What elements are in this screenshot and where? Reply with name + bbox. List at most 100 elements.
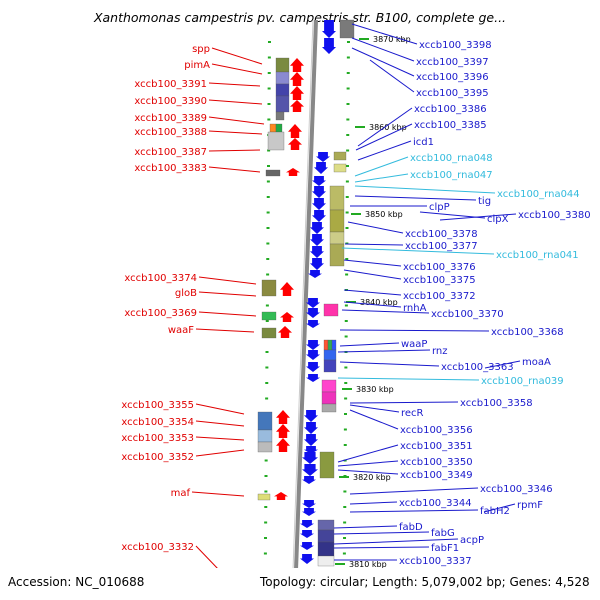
gene-block: [323, 303, 339, 317]
right-gene-label: xccb100_3349: [400, 470, 473, 481]
right-leader-line: [337, 460, 399, 467]
right-gene-label: xccb100_3337: [399, 556, 472, 567]
right-gene-label: rnz: [432, 346, 448, 357]
reverse-gene-arrow: [300, 530, 314, 538]
gene-block: [261, 279, 277, 297]
gene-block: [261, 327, 277, 339]
left-leader-line: [208, 116, 265, 125]
right-gene-label: fabG: [431, 528, 455, 539]
gene-block: [267, 131, 285, 151]
kbp-label: 3860 kbp: [369, 123, 407, 132]
gene-block: [257, 429, 273, 443]
right-gene-label: xccb100_3376: [403, 262, 476, 273]
right-gene-label: xccb100_3380: [518, 210, 591, 221]
right-gene-label: xccb100_3375: [403, 275, 476, 286]
left-strand-labels: spppimAxccb100_3391xccb100_3390xccb100_3…: [121, 44, 210, 553]
left-gene-label: xccb100_3391: [134, 79, 207, 90]
forward-gene-arrow: [290, 58, 304, 72]
gene-block: [323, 359, 337, 373]
right-gene-label: fabF1: [431, 543, 459, 554]
reverse-gene-arrow: [302, 464, 318, 476]
reverse-gene-arrow: [304, 422, 318, 434]
right-leader-line: [369, 59, 415, 93]
reverse-gene-arrow: [312, 176, 326, 186]
right-gene-label: xccb100_3378: [405, 229, 478, 240]
right-gene-label: xccb100_3386: [414, 104, 487, 115]
reverse-gene-arrow: [306, 350, 320, 360]
gene-block: [317, 529, 335, 543]
left-gene-label: xccb100_3354: [121, 417, 194, 428]
right-gene-label: xccb100_3377: [405, 241, 478, 252]
right-gene-label: xccb100_3346: [480, 484, 553, 495]
kbp-label: 3840 kbp: [360, 298, 398, 307]
gene-block: [257, 411, 273, 431]
right-leader-line: [357, 140, 412, 161]
forward-gene-arrow: [290, 86, 304, 100]
reverse-gene-arrow: [310, 222, 324, 234]
reverse-gene-arrow: [312, 186, 326, 198]
left-gene-label: xccb100_3353: [121, 433, 194, 444]
reverse-gene-arrow: [316, 152, 330, 162]
label-leader-lines: [191, 23, 521, 597]
gene-block: [257, 441, 273, 453]
gene-arrows: [274, 20, 336, 564]
rna-gene-label: xccb100_rna039: [481, 376, 564, 387]
left-gene-label: pimA: [184, 60, 210, 71]
left-leader-line: [195, 420, 245, 427]
left-leader-line: [195, 403, 245, 415]
forward-gene-arrow: [276, 438, 290, 452]
right-gene-label: moaA: [522, 357, 551, 368]
right-leader-line: [333, 531, 430, 535]
gene-block: [329, 243, 345, 267]
right-leader-line: [484, 360, 521, 369]
gene-block: [323, 339, 329, 351]
left-leader-line: [208, 130, 263, 135]
gene-block: [329, 185, 345, 211]
rna-gene-label: xccb100_rna041: [496, 250, 579, 261]
reverse-gene-arrow: [304, 434, 318, 446]
kbp-label: 3810 kbp: [349, 560, 387, 569]
gene-block: [275, 83, 290, 97]
right-gene-label: xccb100_3358: [460, 398, 533, 409]
right-leader-line: [337, 349, 431, 353]
right-gene-label: tig: [478, 196, 491, 207]
genome-backbone-shadow: [292, 19, 314, 571]
right-leader-line: [339, 329, 490, 332]
left-leader-line: [211, 63, 263, 75]
reverse-gene-arrow: [322, 38, 336, 54]
reverse-gene-arrow: [302, 452, 318, 464]
gene-block: [329, 209, 345, 233]
forward-gene-arrow: [280, 312, 294, 322]
right-gene-label: xccb100_3356: [400, 425, 473, 436]
gene-block: [319, 451, 335, 479]
right-leader-line: [343, 269, 402, 280]
rna-gene-label: xccb100_rna047: [410, 170, 493, 181]
reverse-gene-arrow: [308, 270, 322, 278]
gene-block: [333, 151, 347, 161]
right-gene-label: xccb100_3395: [416, 88, 489, 99]
forward-gene-arrow: [276, 424, 290, 438]
gene-block: [317, 555, 335, 567]
left-gene-label: xccb100_3355: [121, 400, 194, 411]
gene-block: [331, 339, 337, 351]
gene-blocks: [257, 19, 355, 567]
right-leader-line: [349, 501, 398, 505]
right-leader-line: [351, 47, 415, 77]
right-gene-label: xccb100_3385: [414, 120, 487, 131]
right-gene-label: xccb100_3398: [419, 40, 492, 51]
right-gene-label: rnhA: [403, 303, 427, 314]
reverse-gene-arrow: [306, 320, 320, 328]
kbp-label: 3870 kbp: [373, 35, 411, 44]
gene-block: [321, 403, 337, 413]
reverse-gene-arrow: [300, 542, 314, 550]
gene-block: [275, 111, 285, 121]
right-leader-line: [349, 509, 479, 513]
right-leader-line: [337, 377, 480, 381]
kbp-label: 3820 kbp: [353, 473, 391, 482]
left-leader-line: [191, 491, 245, 497]
forward-gene-arrow: [280, 282, 294, 296]
forward-gene-arrow: [278, 326, 292, 338]
gene-block: [275, 71, 290, 85]
reverse-gene-arrow: [314, 162, 328, 174]
